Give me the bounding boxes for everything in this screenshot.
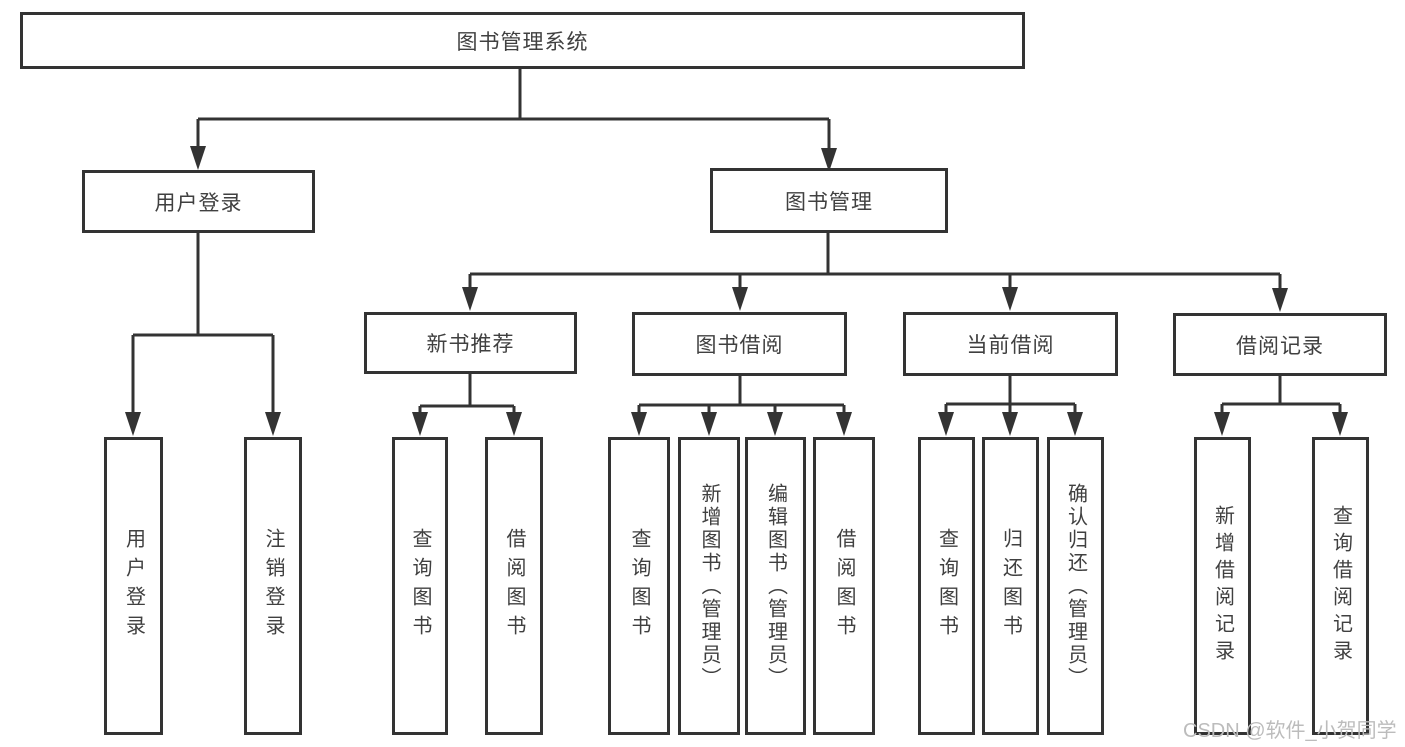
- leaf-add-books-admin: 新增图书（管理员）: [678, 437, 740, 735]
- node-root-system: 图书管理系统: [20, 12, 1025, 69]
- leaf-confirm-return-admin: 确认归还（管理员）: [1047, 437, 1104, 735]
- leaf-label: 用户登录: [122, 528, 145, 644]
- leaf-add-borrow-record: 新增借阅记录: [1194, 437, 1251, 735]
- node-current-borrowing: 当前借阅: [903, 312, 1118, 376]
- node-book-management-branch: 图书管理: [710, 168, 948, 233]
- leaf-label: 查询图书: [409, 528, 431, 644]
- leaf-label: 借阅图书: [833, 528, 855, 644]
- node-user-login-branch: 用户登录: [82, 170, 315, 233]
- leaf-borrow-books-borrowing: 借阅图书: [813, 437, 875, 735]
- node-book-borrowing: 图书借阅: [632, 312, 847, 376]
- leaf-query-books-current: 查询图书: [918, 437, 975, 735]
- watermark: CSDN @软件_小贺同学: [1183, 720, 1397, 742]
- leaf-label: 新增借阅记录: [1211, 505, 1234, 667]
- arrowhead-icons: [125, 146, 1348, 436]
- leaf-query-borrow-record: 查询借阅记录: [1312, 437, 1369, 735]
- leaf-label: 查询图书: [935, 528, 958, 644]
- leaf-query-books-recommend: 查询图书: [392, 437, 448, 735]
- leaf-label: 注销登录: [262, 528, 284, 644]
- leaf-label: 编辑图书（管理员）: [764, 482, 787, 690]
- leaf-query-books-borrowing: 查询图书: [608, 437, 670, 735]
- leaf-borrow-books-recommend: 借阅图书: [485, 437, 543, 735]
- node-new-book-recommend: 新书推荐: [364, 312, 577, 374]
- leaf-logout: 注销登录: [244, 437, 302, 735]
- leaf-label: 查询图书: [628, 528, 650, 644]
- leaf-label: 新增图书（管理员）: [698, 482, 720, 690]
- leaf-label: 归还图书: [999, 528, 1022, 644]
- leaf-user-login: 用户登录: [104, 437, 163, 735]
- node-borrow-records: 借阅记录: [1173, 313, 1387, 376]
- leaf-edit-books-admin: 编辑图书（管理员）: [745, 437, 806, 735]
- leaf-label: 借阅图书: [503, 528, 525, 644]
- leaf-return-books: 归还图书: [982, 437, 1039, 735]
- leaf-label: 查询借阅记录: [1329, 505, 1352, 667]
- leaf-label: 确认归还（管理员）: [1064, 482, 1087, 690]
